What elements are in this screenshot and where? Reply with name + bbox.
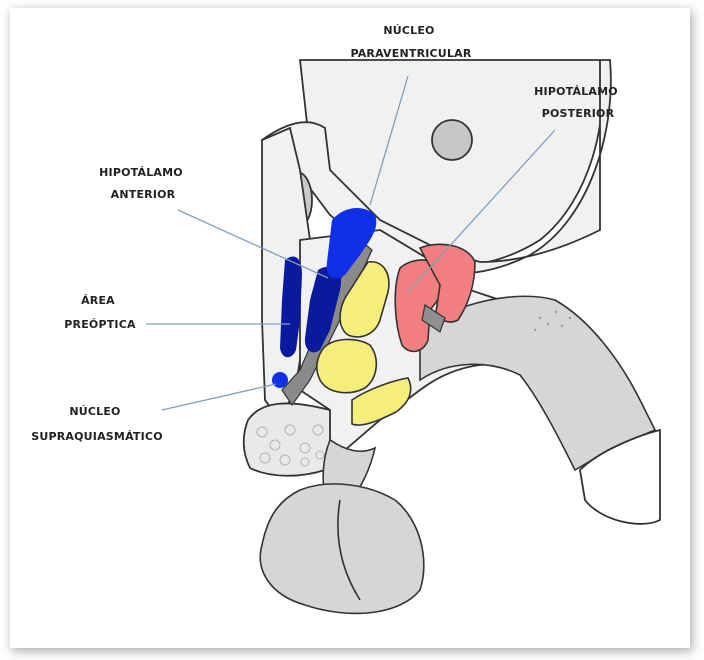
label-area-preoptica-line1: ÁREA [81, 294, 115, 307]
label-area-preoptica: ÁREA PREÓPTICA [64, 294, 136, 331]
label-nucleo-paraventricular-line2: PARAVENTRICULAR [350, 47, 471, 60]
label-hipotalamo-anterior: HIPOTÁLAMO ANTERIOR [99, 166, 187, 201]
optic-chiasm [244, 403, 335, 475]
label-nucleo-supraquiasmatico: NÚCLEO SUPRAQUIASMÁTICO [31, 405, 163, 443]
leader-suprachiasmatic [162, 384, 276, 410]
suprachiasmatic-shape [272, 372, 288, 388]
label-nucleo-paraventricular: NÚCLEO PARAVENTRICULAR [350, 24, 471, 60]
label-area-preoptica-line2: PREÓPTICA [64, 318, 136, 331]
label-hipotalamo-anterior-line1: HIPOTÁLAMO [99, 166, 183, 179]
label-nucleo-supraquiasmatico-line2: SUPRAQUIASMÁTICO [31, 430, 163, 443]
label-nucleo-paraventricular-line1: NÚCLEO [383, 24, 434, 37]
yellow-nucleus-middle [317, 339, 377, 392]
label-hipotalamo-posterior-line2: POSTERIOR [542, 107, 615, 120]
label-nucleo-supraquiasmatico-line1: NÚCLEO [69, 405, 120, 418]
mammillary-circle [432, 120, 472, 160]
label-hipotalamo-posterior-line1: HIPOTÁLAMO [534, 85, 618, 98]
label-hipotalamo-anterior-line2: ANTERIOR [111, 188, 176, 201]
pituitary-gland [260, 484, 424, 614]
